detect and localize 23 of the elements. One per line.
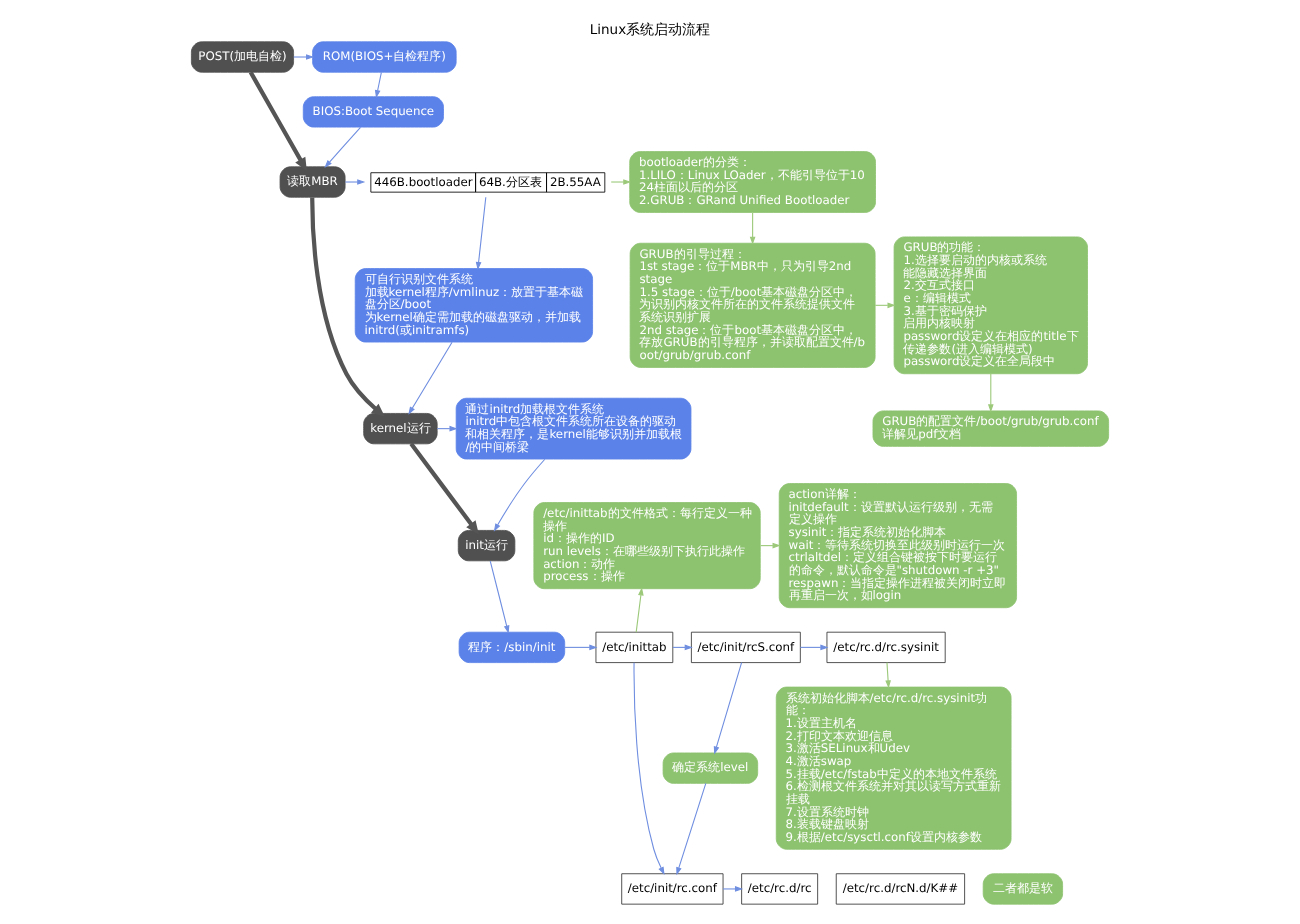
arrow: [885, 662, 891, 689]
arrow: [713, 662, 743, 755]
arrow: [672, 644, 693, 651]
arrow: [475, 196, 487, 271]
arrow: [324, 126, 362, 168]
arrow: [564, 644, 598, 651]
arrow: [344, 179, 366, 185]
arrow: [374, 71, 382, 99]
arrow: [493, 458, 546, 532]
arrow: [248, 71, 307, 172]
arrow: [610, 179, 632, 185]
arrow: [722, 886, 744, 892]
arrow: [293, 54, 315, 60]
arrow: [408, 341, 453, 415]
arrow: [409, 442, 479, 535]
arrow: [633, 662, 665, 875]
arrow: [676, 782, 707, 876]
arrow: [310, 197, 385, 417]
arrow: [489, 560, 510, 634]
arrow: [749, 212, 756, 245]
arrow: [799, 644, 829, 651]
arrow: [987, 373, 994, 413]
arrow: [635, 587, 644, 633]
